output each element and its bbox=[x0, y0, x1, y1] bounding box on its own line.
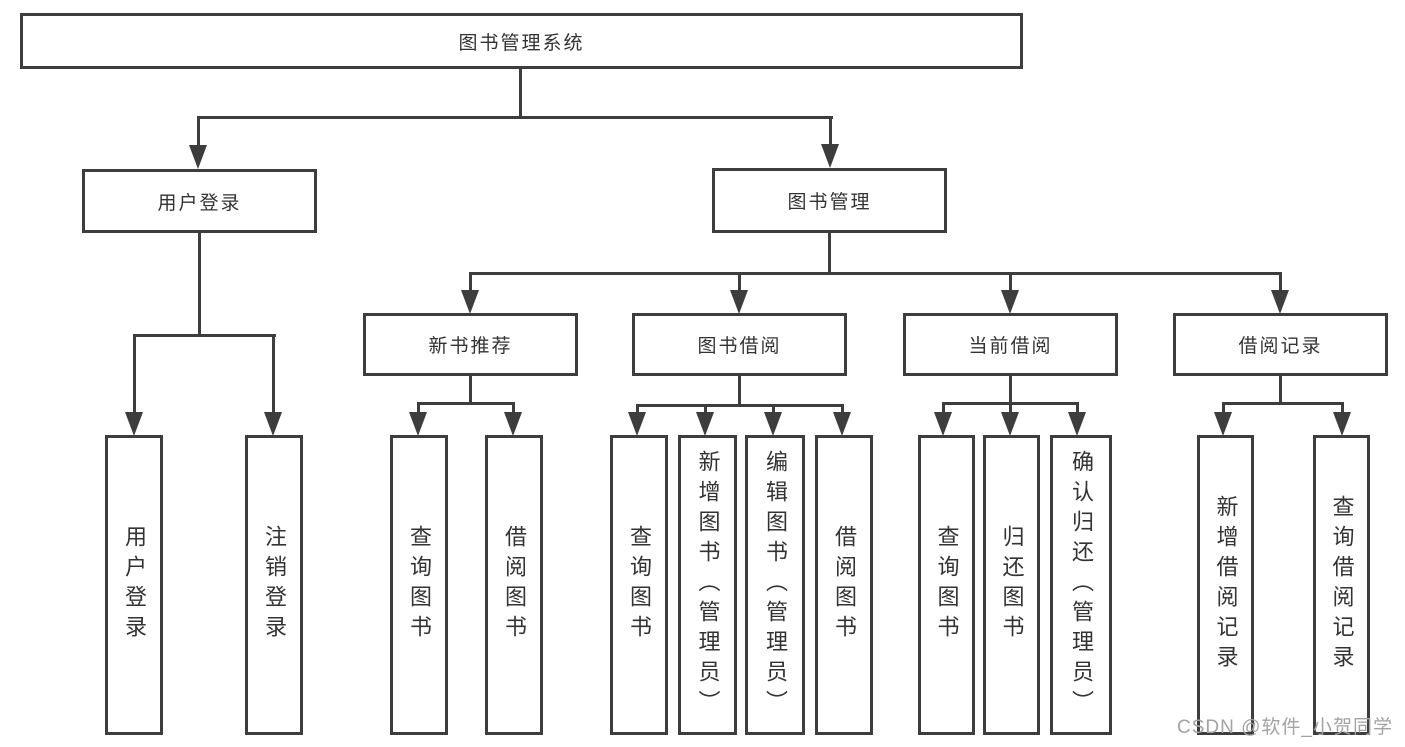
arrowhead bbox=[409, 412, 427, 436]
connector-line bbox=[417, 402, 420, 416]
connector-line bbox=[133, 334, 136, 416]
leaf-edit-books-admin: 编辑图书（管理员） bbox=[745, 435, 805, 735]
connector-line bbox=[272, 334, 275, 416]
node-borrow-records: 借阅记录 bbox=[1173, 313, 1388, 376]
leaf-user-login: 用户登录 bbox=[105, 435, 163, 735]
connector-line bbox=[1279, 376, 1282, 405]
connector-line bbox=[197, 116, 200, 150]
arrowhead bbox=[125, 412, 143, 436]
leaf-confirm-return-admin: 确认归还（管理员） bbox=[1050, 435, 1112, 735]
arrowhead bbox=[730, 290, 748, 314]
connector-line bbox=[469, 272, 472, 294]
connector-line bbox=[1279, 272, 1282, 294]
connector-line bbox=[1009, 402, 1012, 416]
leaf-query-books-current: 查询图书 bbox=[918, 435, 975, 735]
connector-line bbox=[197, 116, 833, 119]
arrowhead bbox=[189, 145, 207, 169]
connector-line bbox=[841, 404, 844, 416]
leaf-query-borrow-record: 查询借阅记录 bbox=[1313, 435, 1370, 735]
connector-line bbox=[198, 233, 201, 337]
arrowhead bbox=[1333, 412, 1351, 436]
connector-line bbox=[772, 404, 775, 416]
connector-line bbox=[1341, 402, 1344, 416]
connector-line bbox=[512, 402, 515, 416]
connector-line bbox=[829, 116, 832, 150]
node-library-system: 图书管理系统 bbox=[20, 13, 1023, 69]
connector-line bbox=[704, 404, 707, 416]
node-user-login: 用户登录 bbox=[82, 169, 317, 233]
connector-line bbox=[636, 404, 639, 416]
connector-line bbox=[469, 272, 1282, 275]
connector-line bbox=[469, 376, 472, 405]
connector-line bbox=[1076, 402, 1079, 416]
arrowhead bbox=[264, 412, 282, 436]
connector-line bbox=[133, 334, 276, 337]
arrowhead bbox=[764, 412, 782, 436]
node-book-borrow: 图书借阅 bbox=[632, 313, 847, 376]
connector-line bbox=[636, 404, 844, 407]
connector-line bbox=[1222, 402, 1225, 416]
leaf-add-books-admin: 新增图书（管理员） bbox=[678, 435, 737, 735]
arrowhead bbox=[1271, 290, 1289, 314]
node-current-borrow: 当前借阅 bbox=[903, 313, 1118, 376]
arrowhead bbox=[821, 144, 839, 168]
connector-line bbox=[1222, 402, 1344, 405]
watermark-text: CSDN @软件_小贺同学 bbox=[1177, 717, 1393, 738]
leaf-query-books-borrow: 查询图书 bbox=[610, 435, 668, 735]
arrowhead bbox=[1001, 290, 1019, 314]
leaf-add-borrow-record: 新增借阅记录 bbox=[1197, 435, 1254, 735]
connector-line bbox=[738, 376, 741, 407]
connector-line bbox=[1009, 376, 1012, 405]
arrowhead bbox=[504, 412, 522, 436]
leaf-borrow-books-recommend: 借阅图书 bbox=[485, 435, 543, 735]
arrowhead bbox=[833, 412, 851, 436]
connector-line bbox=[519, 69, 522, 119]
connector-line bbox=[1009, 272, 1012, 294]
arrowhead bbox=[461, 290, 479, 314]
node-book-management: 图书管理 bbox=[712, 168, 947, 233]
node-new-book-recommend: 新书推荐 bbox=[363, 313, 578, 376]
connector-line bbox=[942, 402, 945, 416]
leaf-return-books: 归还图书 bbox=[983, 435, 1040, 735]
arrowhead bbox=[934, 412, 952, 436]
arrowhead bbox=[628, 412, 646, 436]
leaf-logout: 注销登录 bbox=[245, 435, 303, 735]
leaf-query-books-recommend: 查询图书 bbox=[390, 435, 448, 735]
arrowhead bbox=[1001, 412, 1019, 436]
arrowhead bbox=[696, 412, 714, 436]
connector-line bbox=[738, 272, 741, 294]
connector-line bbox=[828, 233, 831, 275]
connector-line bbox=[417, 402, 515, 405]
leaf-borrow-books: 借阅图书 bbox=[815, 435, 873, 735]
arrowhead bbox=[1214, 412, 1232, 436]
arrowhead bbox=[1068, 412, 1086, 436]
